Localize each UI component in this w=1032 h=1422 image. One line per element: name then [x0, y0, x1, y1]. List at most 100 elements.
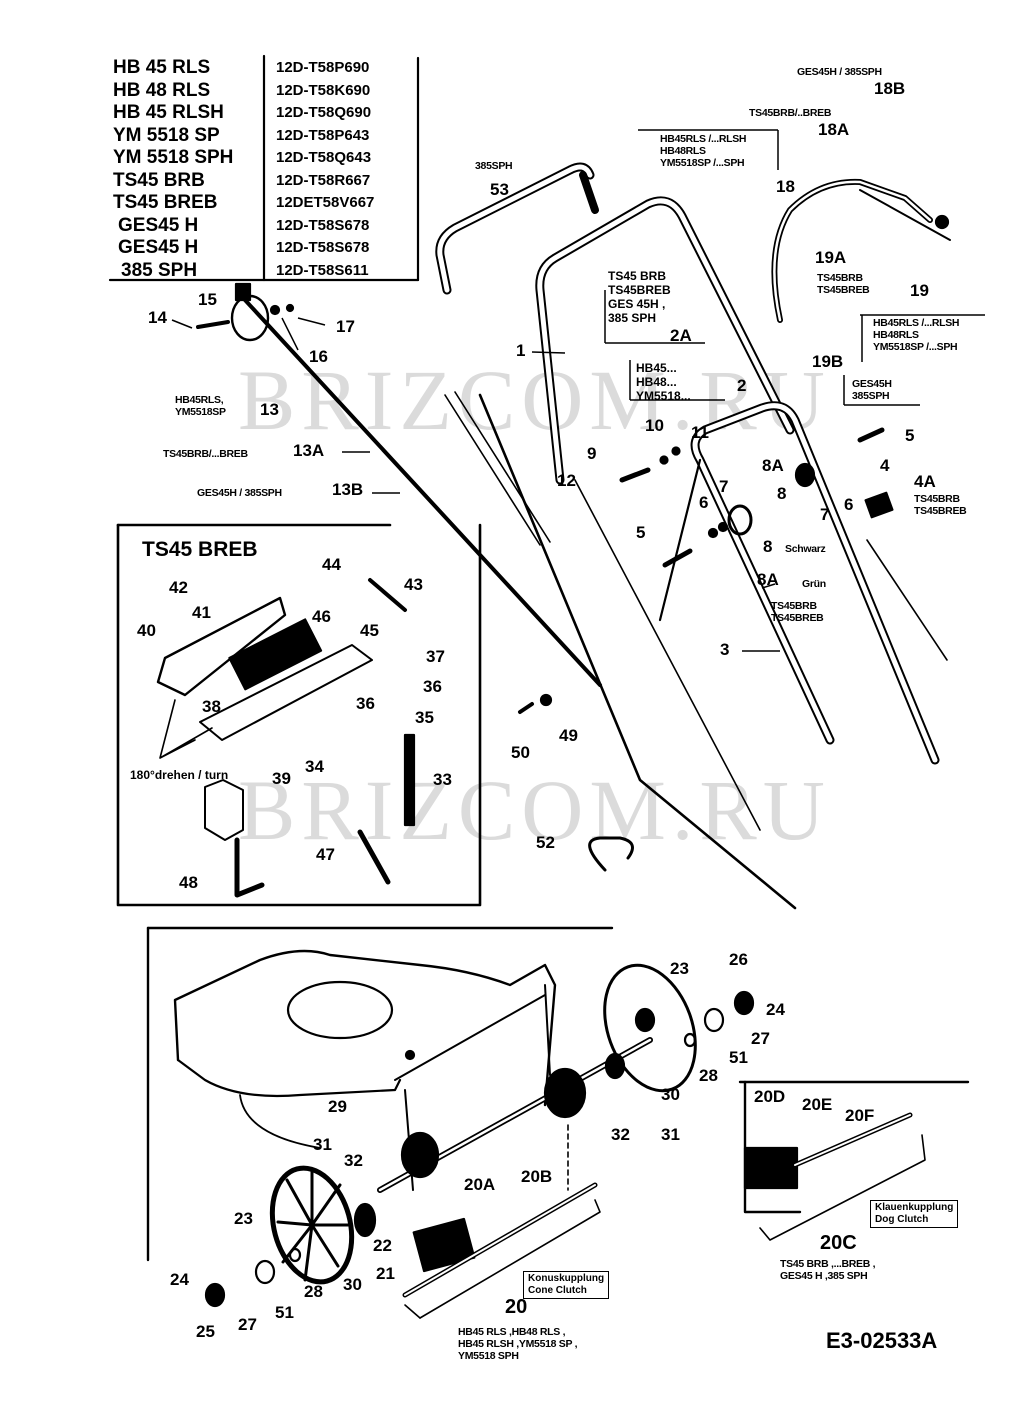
note-13-models: HB45RLS, YM5518SP [175, 394, 226, 418]
callout-22: 22 [373, 1236, 392, 1255]
callout-48: 48 [179, 873, 198, 892]
callout-5: 5 [636, 523, 646, 542]
callout-20b: 20B [521, 1167, 553, 1186]
callout-1: 1 [516, 341, 526, 360]
callout-40: 40 [137, 621, 156, 640]
callout-28: 28 [699, 1066, 718, 1085]
callout-32: 32 [344, 1151, 363, 1170]
callout-21: 21 [376, 1264, 395, 1283]
note-line: GES 45H , [608, 297, 666, 311]
callout-4: 4 [880, 456, 890, 475]
part-53-handle [435, 162, 595, 295]
note-19-models: HB45RLS /...RLSH HB48RLS YM5518SP /...SP… [873, 317, 960, 353]
note-line: YM5518... [636, 389, 691, 403]
model-name: TS45 BRB [113, 169, 205, 191]
model-name: TS45 BREB [113, 192, 218, 213]
inset-title: TS45 BREB [142, 538, 258, 561]
note-line: TS45BREB [771, 612, 824, 624]
callout-15: 15 [198, 290, 217, 309]
note-line: YM5518SP /...SPH [873, 341, 958, 353]
callout-2: 2 [737, 376, 747, 395]
callout-8: 8 [777, 484, 787, 503]
cone-clutch-label: Konuskupplung Cone Clutch [523, 1271, 610, 1299]
callout-23: 23 [234, 1209, 253, 1228]
callout-8: 8 [763, 537, 773, 556]
model-code: 12D-T58S678 [276, 239, 370, 256]
callout-30: 30 [661, 1085, 680, 1104]
callout-16: 16 [309, 347, 328, 366]
model-name: HB 45 RLSH [113, 102, 224, 123]
note-18-models: HB45RLS /...RLSH HB48RLS YM5518SP /...SP… [660, 133, 747, 169]
note-18b-models: GES45H / 385SPH [797, 66, 882, 78]
model-code-list: 12D-T58P690 12D-T58K690 12D-T58Q690 12D-… [276, 57, 374, 282]
note-line: HB45RLS, [175, 394, 224, 406]
model-code: 12D-T58Q690 [276, 104, 372, 121]
callout-11: 11 [691, 423, 709, 442]
diagram-id: E3-02533A [826, 1328, 938, 1353]
callout-2a: 2A [670, 326, 692, 345]
model-code: 12D-T58S678 [276, 216, 370, 234]
callout-13b: 13B [332, 480, 364, 499]
callout-27: 27 [751, 1029, 770, 1048]
note-line: TS45BRB [771, 600, 817, 612]
note-line: HB45RLS /...RLSH [873, 317, 960, 329]
callout-7: 7 [820, 505, 830, 524]
part-20-gearbox [412, 1217, 476, 1273]
note-line: HB48... [636, 375, 677, 389]
callout-20f: 20F [845, 1106, 875, 1125]
callout-6: 6 [699, 493, 709, 512]
callout-18: 18 [776, 177, 795, 196]
callout-46: 46 [312, 607, 331, 626]
callout-7: 7 [719, 477, 729, 496]
callout-27: 27 [238, 1315, 257, 1334]
callout-5: 5 [905, 426, 915, 445]
note-line: HB45 RLSH ,YM5518 SP , [458, 1338, 578, 1350]
note-line: HB45... [636, 361, 677, 375]
callout-34: 34 [305, 757, 324, 776]
callout-13: 13 [260, 400, 279, 419]
inset-box-ts45-breb [116, 523, 482, 907]
part-12-cable [478, 393, 797, 910]
note-20c-models: TS45 BRB ,...BREB , GES45 H ,385 SPH [780, 1258, 876, 1282]
note-20-models: HB45 RLS ,HB48 RLS , HB45 RLSH ,YM5518 S… [458, 1326, 578, 1362]
note-13b-models: GES45H / 385SPH [197, 487, 282, 499]
model-code: 12D-T58Q643 [276, 149, 372, 166]
label-line-en: Cone Clutch [528, 1285, 587, 1296]
callout-8a: 8A [757, 570, 779, 589]
model-code: 12D-T58S611 [276, 261, 369, 279]
model-code: 12D-T58K690 [276, 81, 371, 99]
label-line-de: Konuskupplung [528, 1273, 605, 1284]
callout-51: 51 [729, 1048, 748, 1067]
callout-42: 42 [169, 578, 188, 597]
callout-53: 53 [490, 180, 509, 199]
callout-20a: 20A [464, 1175, 496, 1194]
note-line: TS45 BRB [608, 269, 667, 283]
model-name: GES45 H [118, 214, 199, 236]
model-name: YM 5518 SPH [113, 147, 234, 168]
dog-clutch-label: Klauenkupplung Dog Clutch [870, 1200, 959, 1228]
note-8a-color: Grün [802, 578, 826, 590]
part-23-wheel-left [269, 1165, 355, 1285]
label-line-de: Klauenkupplung [875, 1202, 954, 1213]
callout-35: 35 [415, 708, 434, 727]
callout-6: 6 [844, 495, 854, 514]
model-name: 385 SPH [121, 259, 198, 281]
callout-14: 14 [148, 308, 167, 327]
note-line: TS45 BRB ,...BREB , [780, 1258, 876, 1270]
note-18a-models: TS45BRB/..BREB [749, 107, 832, 119]
note-line: HB45 RLS ,HB48 RLS , [458, 1326, 566, 1338]
callout-36: 36 [423, 677, 442, 696]
part-13-bowden-cable [243, 298, 602, 687]
callout-47: 47 [316, 845, 335, 864]
rotate-note: 180°drehen / turn [130, 768, 229, 782]
callout-30: 30 [343, 1275, 362, 1294]
callout-25: 25 [196, 1322, 215, 1341]
callout-26: 26 [729, 950, 748, 969]
callout-52: 52 [536, 833, 555, 852]
callout-28: 28 [304, 1282, 323, 1301]
callout-37: 37 [426, 647, 445, 666]
callout-38: 38 [202, 697, 221, 716]
mower-deck [173, 949, 557, 1107]
callout-17: 17 [336, 317, 355, 336]
